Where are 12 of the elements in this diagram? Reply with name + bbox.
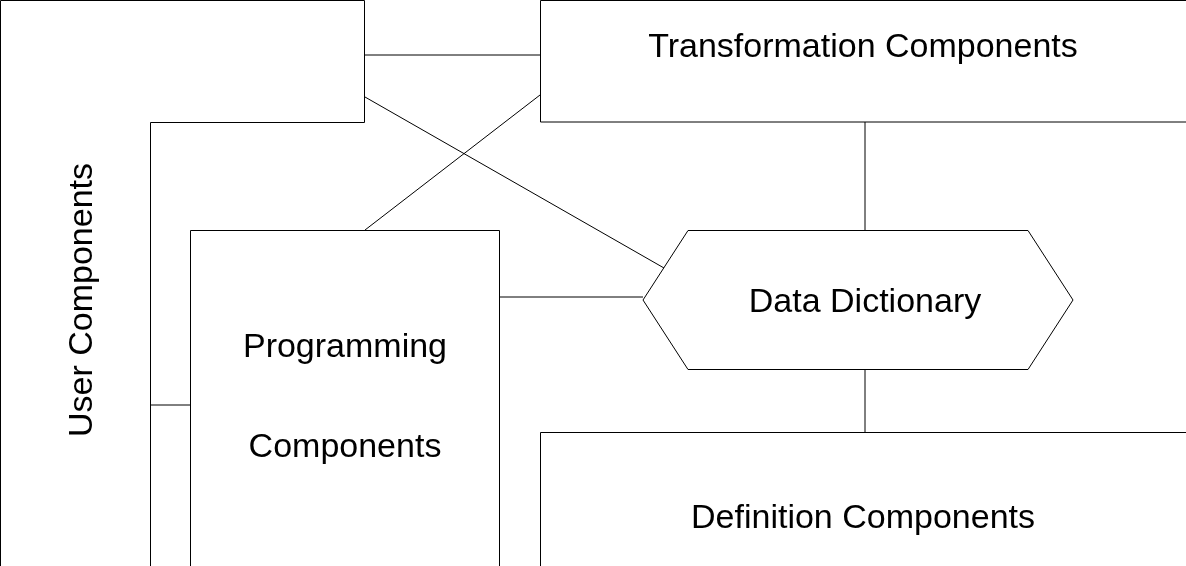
node-label: User Components bbox=[60, 163, 100, 437]
connector-line bbox=[864, 121, 866, 231]
node-label: Programming Components bbox=[241, 325, 449, 466]
node-label: Transformation Components bbox=[648, 25, 1078, 65]
connector-line bbox=[364, 54, 541, 56]
connector-line bbox=[864, 369, 866, 433]
connector-line bbox=[499, 296, 644, 298]
node-label: Definition Components bbox=[691, 496, 1035, 536]
connector-line bbox=[149, 404, 191, 406]
node-label: Data Dictionary bbox=[748, 280, 982, 320]
connector-line bbox=[364, 96, 665, 269]
connector-line bbox=[364, 94, 541, 231]
